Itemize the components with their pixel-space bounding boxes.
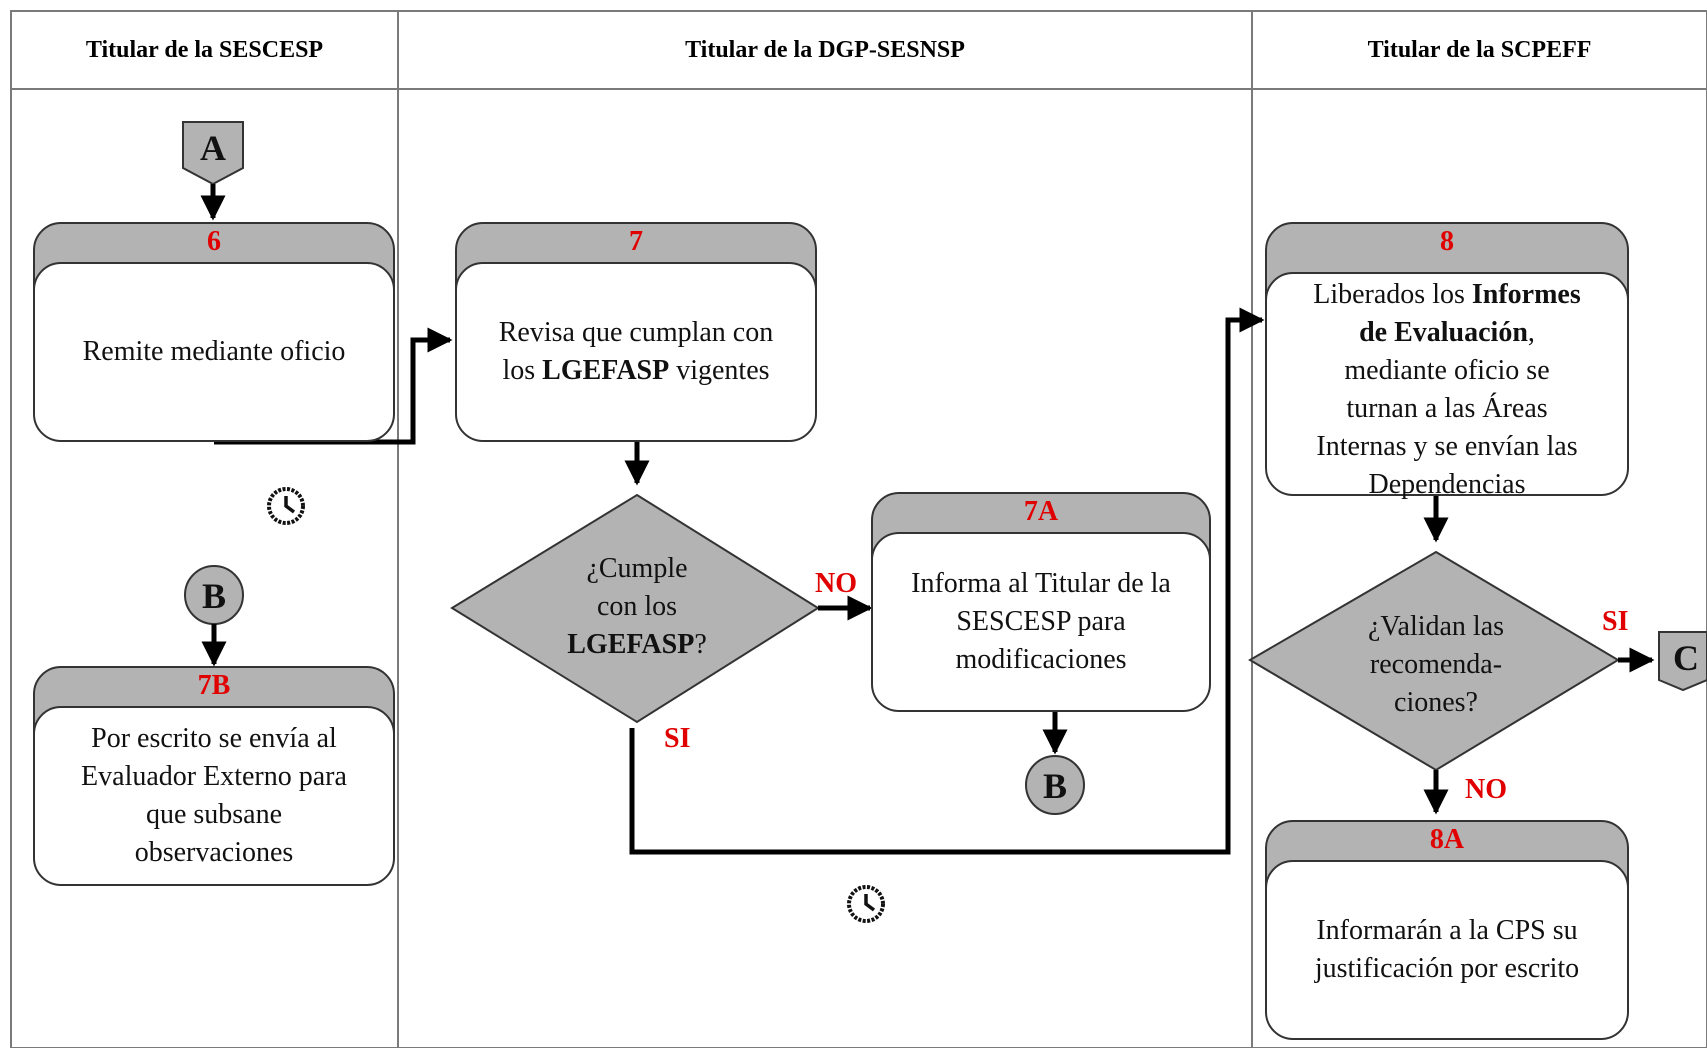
branch-label-cumple-si: SI bbox=[664, 723, 691, 754]
step-7-text-line-1: Revisa que cumplan con bbox=[498, 317, 774, 348]
step-8-number: 8 bbox=[1440, 226, 1454, 257]
branch-label-validan-si: SI bbox=[1602, 606, 1629, 637]
step-7a-card: 7A Informa al Titular de la SESCESP para… bbox=[871, 492, 1211, 712]
decision-validan-line-2: recomenda- bbox=[1369, 649, 1503, 680]
step-7a-number: 7A bbox=[1023, 496, 1059, 527]
step-8-card: 8 Liberados los Informes de Evaluación, … bbox=[1265, 222, 1629, 500]
decision-cumple-line-1: ¿Cumple bbox=[586, 553, 688, 584]
connector-c: C bbox=[1658, 631, 1707, 692]
connector-b-upper-label: B bbox=[202, 576, 226, 616]
swimlane-grid bbox=[10, 10, 1707, 1048]
step-7b-line-3: que subsane bbox=[145, 799, 283, 830]
connector-b-lower: B bbox=[1025, 755, 1085, 815]
step-8a-card: 8A Informarán a la CPS su justificación … bbox=[1265, 820, 1629, 1040]
clock-icon bbox=[267, 487, 305, 525]
step-7-number: 7 bbox=[629, 226, 643, 257]
flow-arrows bbox=[200, 184, 1655, 855]
connector-c-label: C bbox=[1673, 638, 1699, 678]
step-7b-line-1: Por escrito se envía al bbox=[91, 723, 337, 754]
lane-header-scpeff: Titular de la SCPEFF bbox=[1367, 36, 1592, 63]
lane-header-dgp-sesnsp: Titular de la DGP-SESNSP bbox=[685, 36, 965, 63]
step-8a-body: Informarán a la CPS su justificación por… bbox=[1265, 860, 1629, 1040]
decision-validan-line-1: ¿Validan las bbox=[1367, 611, 1505, 642]
step-6-card: 6 Remite mediante oficio bbox=[33, 222, 395, 442]
step-7-card: 7 Revisa que cumplan con los LGEFASP vig… bbox=[455, 222, 817, 442]
step-7b-body: Por escrito se envía al Evaluador Extern… bbox=[33, 706, 395, 886]
step-8-line-6: Dependencias bbox=[1368, 469, 1526, 500]
step-8-line-4: turnan a las Áreas bbox=[1346, 393, 1548, 424]
step-7a-line-2: SESCESP para bbox=[956, 606, 1126, 637]
step-7b-card: 7B Por escrito se envía al Evaluador Ext… bbox=[33, 666, 395, 886]
step-7a-line-3: modificaciones bbox=[955, 644, 1127, 675]
step-8-line-3: mediante oficio se bbox=[1344, 355, 1550, 386]
step-8-line-2: de Evaluación, bbox=[1359, 317, 1535, 348]
decision-cumple-text: ¿Cumple con los LGEFASP? bbox=[527, 550, 747, 664]
connector-a: A bbox=[182, 121, 244, 186]
step-7a-body: Informa al Titular de la SESCESP para mo… bbox=[871, 532, 1211, 712]
branch-label-validan-no: NO bbox=[1465, 774, 1507, 805]
step-6-number: 6 bbox=[207, 226, 221, 257]
decision-cumple-line-2: con los bbox=[596, 591, 678, 622]
connector-a-label: A bbox=[200, 128, 226, 168]
step-8-line-5: Internas y se envían las bbox=[1316, 431, 1578, 462]
decision-validan-line-3: ciones? bbox=[1394, 687, 1478, 718]
step-8a-line-2: justificación por escrito bbox=[1314, 953, 1580, 984]
step-7a-line-1: Informa al Titular de la bbox=[911, 568, 1171, 599]
decision-cumple-line-3: LGEFASP? bbox=[567, 629, 707, 660]
step-8a-number: 8A bbox=[1429, 824, 1465, 855]
clock-icon bbox=[847, 885, 885, 923]
branch-label-cumple-no: NO bbox=[815, 568, 857, 599]
step-8-line-1: Liberados los Informes bbox=[1313, 279, 1581, 310]
step-8-body: Liberados los Informes de Evaluación, me… bbox=[1265, 272, 1629, 500]
connector-b-lower-label: B bbox=[1043, 766, 1067, 806]
step-7b-line-4: observaciones bbox=[134, 837, 294, 868]
step-7b-number: 7B bbox=[197, 670, 231, 701]
decision-diamond-cumple bbox=[450, 493, 820, 724]
connector-b-upper: B bbox=[184, 565, 244, 625]
decision-validan-text: ¿Validan las recomenda- ciones? bbox=[1326, 608, 1546, 722]
step-7-text-line-2: los LGEFASP vigentes bbox=[502, 355, 770, 386]
step-6-text: Remite mediante oficio bbox=[82, 336, 346, 367]
step-7b-line-2: Evaluador Externo para bbox=[81, 761, 347, 792]
step-8a-line-1: Informarán a la CPS su bbox=[1316, 915, 1578, 946]
step-7-body: Revisa que cumplan con los LGEFASP vigen… bbox=[455, 262, 817, 442]
lane-header-sescesp: Titular de la SESCESP bbox=[85, 36, 324, 63]
step-6-body: Remite mediante oficio bbox=[33, 262, 395, 442]
